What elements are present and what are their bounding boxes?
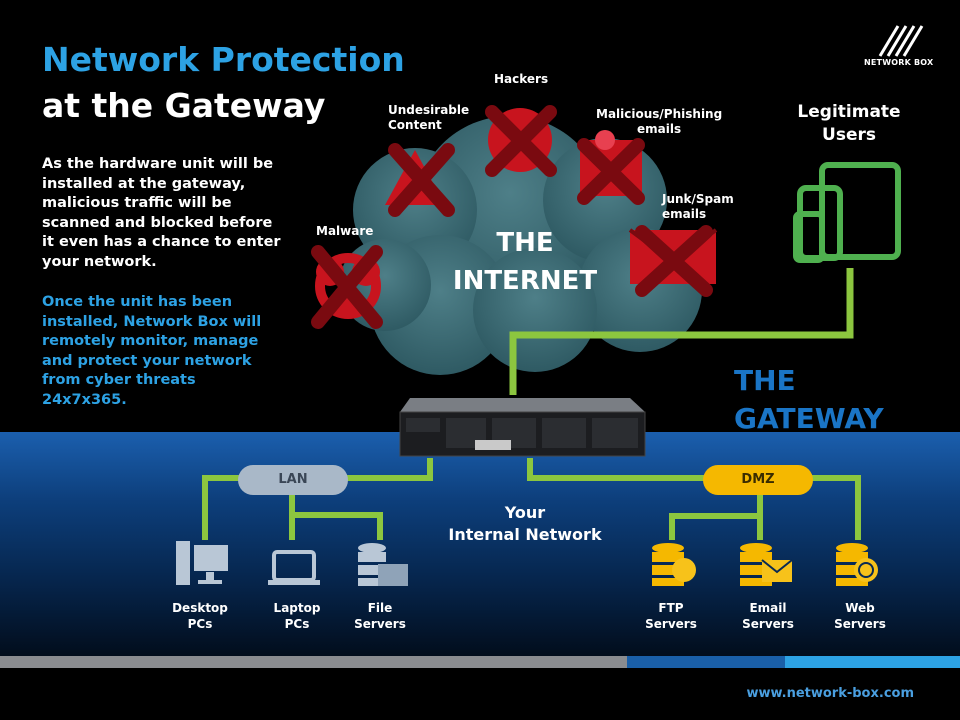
phishing-icon <box>577 130 645 205</box>
email-server-icon <box>740 543 793 586</box>
internet-to-users-line <box>509 268 854 395</box>
file-server-icon <box>358 543 408 586</box>
desktop-pcs-label: Desktop PCs <box>172 601 228 631</box>
devices-icon <box>793 162 901 263</box>
junk-label: Junk/Spam emails <box>662 192 734 221</box>
laptop-pcs-label: Laptop PCs <box>273 601 321 631</box>
page-title-line1: Network Protection <box>42 40 405 79</box>
junk-mail-icon <box>628 225 718 297</box>
page-title-line2: at the Gateway <box>42 86 326 125</box>
gateway-appliance <box>399 398 646 457</box>
phishing-label: Malicious/Phishing emails <box>596 107 723 136</box>
dmz-pill: DMZ <box>703 465 813 495</box>
internet-label: THE INTERNET <box>452 228 598 296</box>
website-link[interactable]: www.network-box.com <box>746 686 914 701</box>
web-server-icon <box>836 543 878 586</box>
laptop-icon <box>268 550 320 585</box>
web-servers-label: Web Servers <box>834 601 886 631</box>
gateway-label: THE GATEWAY <box>734 364 884 435</box>
logo-wordmark: NETWORK BOX <box>864 58 934 67</box>
malware-label: Malware <box>316 224 374 238</box>
internal-network-label: Your Internal Network <box>448 503 602 544</box>
footer-bar-blue <box>627 656 785 668</box>
ftp-servers-label: FTP Servers <box>645 601 697 631</box>
malware-biohazard-icon <box>311 245 383 329</box>
hackers-label: Hackers <box>494 72 549 86</box>
legitimate-users-label: Legitimate Users <box>797 102 901 145</box>
desktop-pc-icon <box>176 541 228 585</box>
ftp-server-icon <box>652 543 696 586</box>
lan-lines <box>202 458 433 540</box>
undesirable-content-icon <box>385 143 455 217</box>
monitor-paragraph: Once the unit has been installed, Networ… <box>42 294 262 408</box>
lan-pill: LAN <box>238 465 348 495</box>
footer-bar-lightblue <box>785 656 960 668</box>
email-servers-label: Email Servers <box>742 601 794 631</box>
undesirable-content-label: Undesirable Content <box>388 103 470 132</box>
dmz-lines <box>527 458 861 540</box>
file-servers-label: File Servers <box>354 601 406 631</box>
hackers-icon <box>485 105 557 177</box>
footer-bar-grey <box>0 656 627 668</box>
network-box-logo-icon <box>878 25 924 57</box>
intro-paragraph: As the hardware unit will be installed a… <box>42 156 281 270</box>
